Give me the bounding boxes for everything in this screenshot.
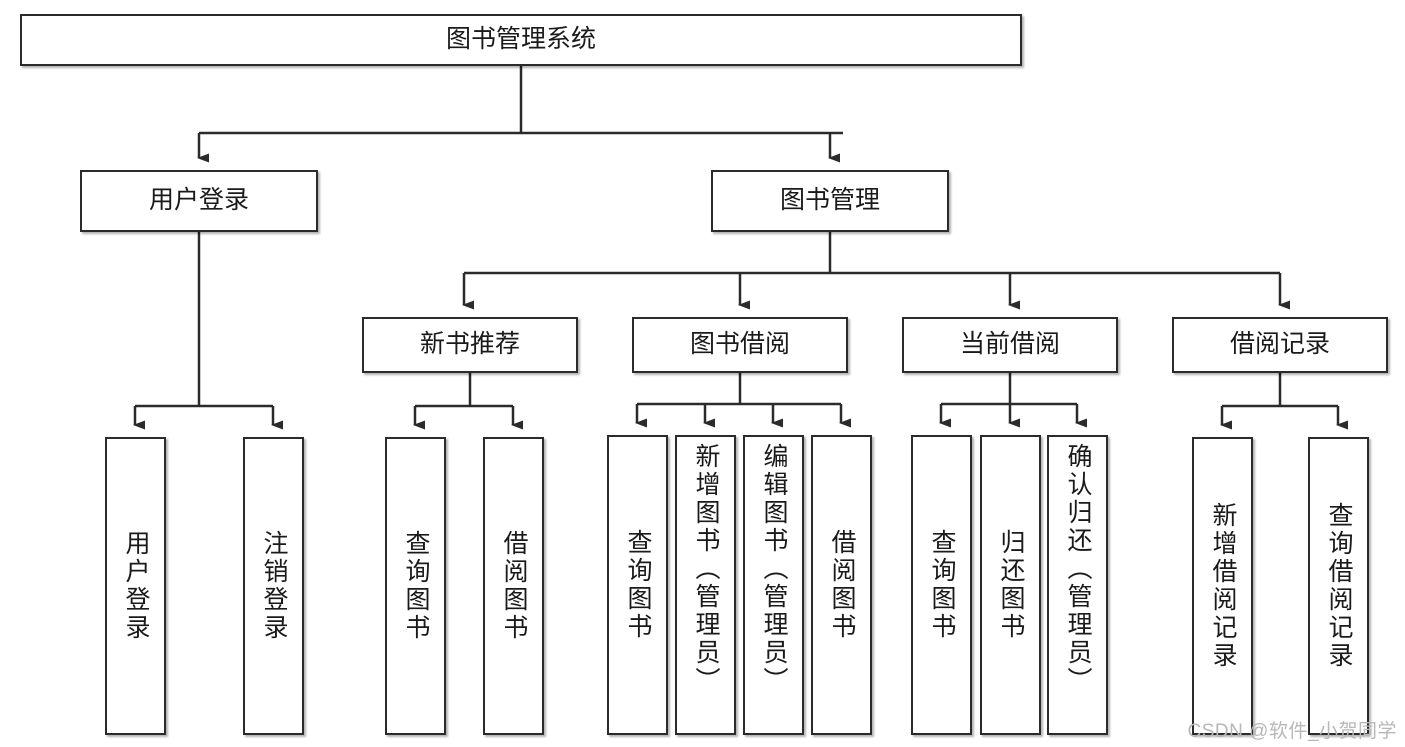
node-label: 借阅图书 bbox=[828, 529, 856, 641]
node-label: 查询借阅记录 bbox=[1325, 502, 1353, 670]
node-label: 用户登录 bbox=[122, 530, 150, 642]
leaf-query-book-current[interactable]: 查询图书 bbox=[911, 435, 972, 735]
node-label: 查询图书 bbox=[928, 529, 956, 641]
node-new-book-recommend[interactable]: 新书推荐 bbox=[362, 317, 578, 373]
node-label: 新增图书（管理员） bbox=[692, 443, 720, 695]
leaf-add-book-admin[interactable]: 新增图书（管理员） bbox=[675, 435, 736, 735]
leaf-add-borrow-record[interactable]: 新增借阅记录 bbox=[1192, 437, 1253, 735]
leaf-user-login[interactable]: 用户登录 bbox=[105, 437, 166, 735]
node-label: 图书借阅 bbox=[689, 330, 790, 359]
csdn-watermark: CSDN @软件_小贺同学 bbox=[1187, 721, 1397, 742]
leaf-confirm-return-admin[interactable]: 确认归还（管理员） bbox=[1047, 435, 1108, 735]
node-book-borrow[interactable]: 图书借阅 bbox=[632, 317, 848, 373]
node-user-login[interactable]: 用户登录 bbox=[80, 170, 318, 232]
node-label: 编辑图书（管理员） bbox=[760, 443, 788, 695]
leaf-return-book[interactable]: 归还图书 bbox=[980, 435, 1041, 735]
node-label: 查询图书 bbox=[624, 529, 652, 641]
leaf-borrow-book-borrow[interactable]: 借阅图书 bbox=[811, 435, 872, 735]
leaf-query-book-recommend[interactable]: 查询图书 bbox=[385, 437, 446, 735]
node-current-borrow[interactable]: 当前借阅 bbox=[902, 317, 1118, 373]
node-label: 借阅记录 bbox=[1229, 330, 1330, 359]
node-label: 用户登录 bbox=[148, 186, 249, 215]
node-label: 图书管理系统 bbox=[445, 25, 596, 54]
node-label: 图书管理 bbox=[779, 186, 880, 215]
leaf-logout-login[interactable]: 注销登录 bbox=[243, 437, 304, 735]
node-book-management[interactable]: 图书管理 bbox=[711, 170, 949, 232]
leaf-query-borrow-record[interactable]: 查询借阅记录 bbox=[1308, 437, 1369, 735]
node-label: 当前借阅 bbox=[959, 330, 1060, 359]
leaf-edit-book-admin[interactable]: 编辑图书（管理员） bbox=[743, 435, 804, 735]
node-borrow-record[interactable]: 借阅记录 bbox=[1172, 317, 1388, 373]
node-label: 借阅图书 bbox=[500, 530, 528, 642]
node-label: 确认归还（管理员） bbox=[1064, 443, 1092, 695]
leaf-query-book-borrow[interactable]: 查询图书 bbox=[607, 435, 668, 735]
leaf-borrow-book-recommend[interactable]: 借阅图书 bbox=[483, 437, 544, 735]
node-label: 新书推荐 bbox=[419, 330, 520, 359]
node-label: 归还图书 bbox=[997, 529, 1025, 641]
node-label: 注销登录 bbox=[260, 530, 288, 642]
node-label: 新增借阅记录 bbox=[1209, 502, 1237, 670]
node-label: 查询图书 bbox=[402, 530, 430, 642]
node-root-book-management-system[interactable]: 图书管理系统 bbox=[20, 14, 1022, 66]
